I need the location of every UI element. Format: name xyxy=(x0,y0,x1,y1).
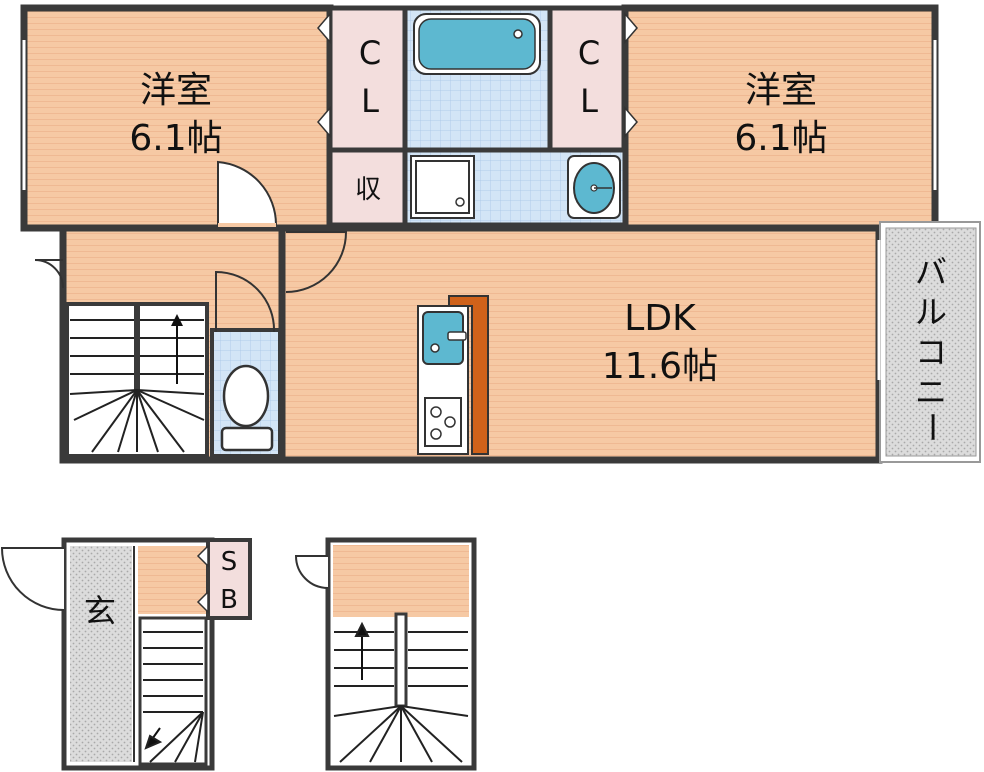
closet-left-label-c: C xyxy=(359,34,381,72)
room-name-western-right: 洋室 xyxy=(745,70,817,111)
toilet-tank xyxy=(220,426,274,452)
stove-burner xyxy=(444,416,456,428)
upper-floor xyxy=(20,4,981,464)
kitchen-faucet xyxy=(447,331,467,341)
kitchen-unit xyxy=(417,295,489,455)
western-left-door[interactable] xyxy=(217,160,278,226)
closet-right xyxy=(547,5,628,153)
entrance-label: 玄 xyxy=(84,592,116,630)
balcony-label-5: ー xyxy=(913,411,951,443)
storage-label: 収 xyxy=(355,175,381,205)
sb-label-s: S xyxy=(221,547,238,577)
washing-machine-drain xyxy=(415,160,470,214)
closet-door-marker xyxy=(317,11,331,45)
closet-left xyxy=(327,5,408,153)
sink-drain xyxy=(430,343,440,353)
pan-drain xyxy=(455,197,465,207)
stair-room-door[interactable] xyxy=(294,555,329,589)
room-size-ldk: 11.6帖 xyxy=(602,346,718,387)
washing-machine-pan xyxy=(410,155,475,219)
toilet-door[interactable] xyxy=(215,270,276,333)
closet-door-marker xyxy=(317,105,331,139)
balcony-floor xyxy=(885,227,977,457)
sb-door-marker xyxy=(196,544,209,568)
ldk-door[interactable] xyxy=(285,231,348,293)
balcony-label-4: ニ xyxy=(915,373,947,411)
stove-burner xyxy=(430,428,442,440)
room-size-western-left: 6.1帖 xyxy=(129,118,222,159)
hall-side-door[interactable] xyxy=(34,259,64,289)
shoe-landing xyxy=(138,546,208,614)
closet-door-marker xyxy=(624,105,638,139)
sb-door-marker xyxy=(196,590,209,614)
staircase-lower xyxy=(138,616,208,766)
room-name-western-left: 洋室 xyxy=(140,70,212,111)
room-size-western-right: 6.1帖 xyxy=(734,118,827,159)
ground-floor xyxy=(0,537,477,771)
staircase-upper-block xyxy=(333,612,469,763)
balcony-label-2: ル xyxy=(915,293,947,331)
room-name-ldk: LDK xyxy=(624,298,697,339)
closet-right-label-l: L xyxy=(580,82,598,120)
bathtub-drain xyxy=(513,29,523,39)
entrance-door[interactable] xyxy=(0,547,65,611)
ldk-room xyxy=(278,224,883,464)
closet-right-label-c: C xyxy=(578,34,600,72)
sb-label-b: B xyxy=(220,585,238,615)
toilet-bowl xyxy=(222,364,270,428)
closet-left-label-l: L xyxy=(361,82,379,120)
closet-door-marker xyxy=(624,11,638,45)
entrance-floor xyxy=(70,546,132,762)
bathtub-basin xyxy=(418,18,536,70)
balcony-label-1: バ xyxy=(915,253,947,291)
stair-landing-floor xyxy=(333,545,469,617)
sb-closet xyxy=(206,538,252,620)
balcony-label-3: コ xyxy=(915,333,947,371)
stove-burner xyxy=(430,406,442,418)
staircase-upper xyxy=(65,302,209,458)
